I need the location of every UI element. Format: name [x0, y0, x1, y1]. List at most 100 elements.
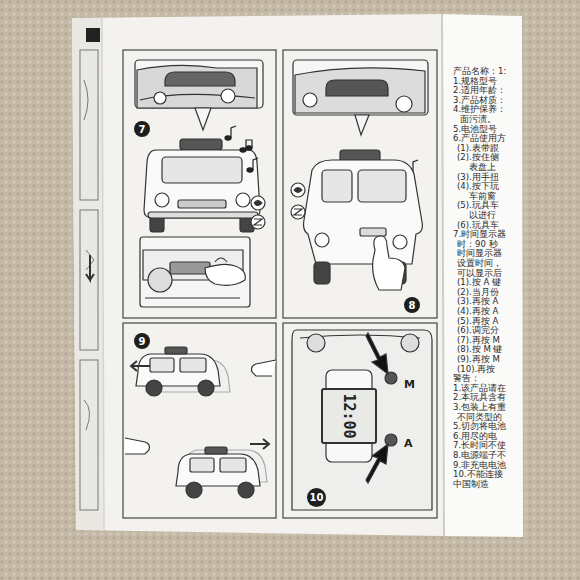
panel-8-art-part [291, 183, 305, 197]
panel-9-art-part [190, 458, 214, 472]
panel-9-art-part [198, 380, 214, 396]
panel-9-art-part [176, 454, 260, 486]
panel-7-art-part [251, 196, 265, 210]
instruction-line: 3.产品材质： [453, 96, 506, 105]
panel-9-art-part [150, 358, 174, 372]
instruction-line: 产品名称：1: [453, 67, 506, 76]
panel-8-art-part [294, 188, 302, 193]
previous-page-strip-part [84, 80, 94, 270]
panel-10-art [292, 330, 432, 510]
panel-9-art [125, 347, 276, 498]
panel-7-art-part [180, 139, 222, 150]
panel-8-art-part [314, 262, 330, 284]
panel-frames [123, 50, 437, 518]
instruction-line: 中国制造 [453, 480, 489, 489]
paper-sheet-part [102, 18, 104, 530]
instruction-line: 5.电池型号 [453, 125, 497, 134]
time-display: 12:00 [321, 388, 377, 444]
panel-8-art-part [360, 228, 386, 236]
panel-9-art-part [220, 458, 246, 472]
previous-page-strip-part [86, 28, 100, 42]
panel-7-art-part [144, 150, 260, 218]
panel-8-art-part [315, 233, 329, 247]
instruction-line: (2).按住侧 [457, 153, 499, 162]
panel-8-art-part [291, 205, 305, 219]
callout-text: 8 [409, 300, 416, 311]
panel-8-art-part [326, 80, 388, 96]
instruction-line: (4).再按 A [457, 307, 498, 316]
panel-8-art-part [303, 93, 317, 107]
instruction-line: 4.维护保养： [453, 105, 506, 114]
panel-frames-part [123, 323, 276, 518]
instruction-line: 表盘上 [469, 163, 496, 172]
instruction-line: 车前窗 [469, 192, 496, 201]
instruction-line: 面污渍。 [460, 115, 496, 124]
instruction-line: 2.本玩具含有 [453, 393, 506, 402]
panel-7-art-part [154, 92, 166, 104]
music-notes-part [246, 146, 252, 150]
display-digits: 12:00 [340, 393, 358, 438]
panel-8-art-part [295, 68, 425, 113]
panel-9-art-part [125, 438, 150, 454]
panel-7-art-part [162, 157, 242, 183]
panel-10-art-part [366, 333, 388, 374]
music-notes-part [246, 140, 252, 150]
panel-10-art-part [401, 334, 419, 352]
previous-page-strip-part [86, 255, 94, 280]
panel-8-art-part [322, 170, 352, 202]
instruction-line: (1).按 A 键 [457, 278, 501, 287]
panel-8-art-part [304, 160, 423, 264]
previous-page-strip-part [80, 360, 98, 510]
panel-9-art-part [186, 482, 202, 498]
panel-7-art-part [135, 60, 263, 108]
music-notes-part [240, 148, 246, 152]
panel-9-art-part [250, 439, 269, 449]
music-notes-part [247, 168, 253, 172]
instruction-line: 7.时间显示器 [453, 230, 506, 239]
panel-7-art-part [170, 262, 210, 274]
panel-8-art-part [373, 236, 405, 290]
panel-7-art-part [137, 65, 257, 108]
panel-7-art-part [254, 219, 262, 225]
instruction-line: 5.切勿将电池 [453, 422, 506, 431]
panel-7-art-part [254, 201, 262, 206]
paper-sheet-part [72, 14, 444, 536]
instruction-line: 8.电源端子不 [453, 451, 506, 460]
instruction-line: (4).按下玩 [457, 182, 499, 191]
instruction-line: 6.产品使用方 [453, 134, 506, 143]
panel-9-art-part [131, 361, 150, 371]
callout-number: 10 [307, 488, 326, 507]
music-notes-part [413, 160, 418, 172]
panel-9-art-part [165, 347, 187, 354]
panel-7-art-part [145, 297, 240, 298]
instruction-line: (1).表带跟 [457, 144, 499, 153]
panel-8-art-part [393, 235, 407, 249]
panel-7-art-part [195, 108, 211, 130]
instruction-line: 1.该产品请在 [453, 384, 506, 393]
instruction-line: 以进行 [469, 211, 496, 220]
callout-number: 7 [134, 121, 150, 137]
panel-8-art-part [396, 96, 412, 112]
instruction-line: 10.不能连接 [453, 470, 503, 479]
music-notes-part [231, 126, 236, 138]
previous-page-strip-part [80, 50, 98, 200]
instruction-line: 警告： [453, 374, 480, 383]
instruction-line: 3.包装上有重 [453, 403, 506, 412]
previous-page-strip-part [84, 400, 90, 430]
panel-9-art-part [146, 380, 162, 396]
instruction-line: 时间显示器 [457, 249, 502, 258]
panel-10-art-part [292, 330, 432, 510]
instruction-line: 1.规格型号 [453, 77, 497, 86]
instruction-line: (6).玩具车 [457, 221, 499, 230]
instruction-line: (5).玩具车 [457, 201, 499, 210]
instruction-line: (7).再按 M [457, 336, 500, 345]
instruction-line: 2.适用年龄： [453, 86, 506, 95]
instruction-line: 7.长时间不使 [453, 441, 506, 450]
panel-8-art-part [355, 115, 369, 135]
panel-7-art-part [148, 268, 172, 292]
panel-7-art-part [140, 237, 250, 307]
previous-page-strip-part [80, 210, 98, 350]
instruction-line: (9).再按 M [457, 355, 500, 364]
